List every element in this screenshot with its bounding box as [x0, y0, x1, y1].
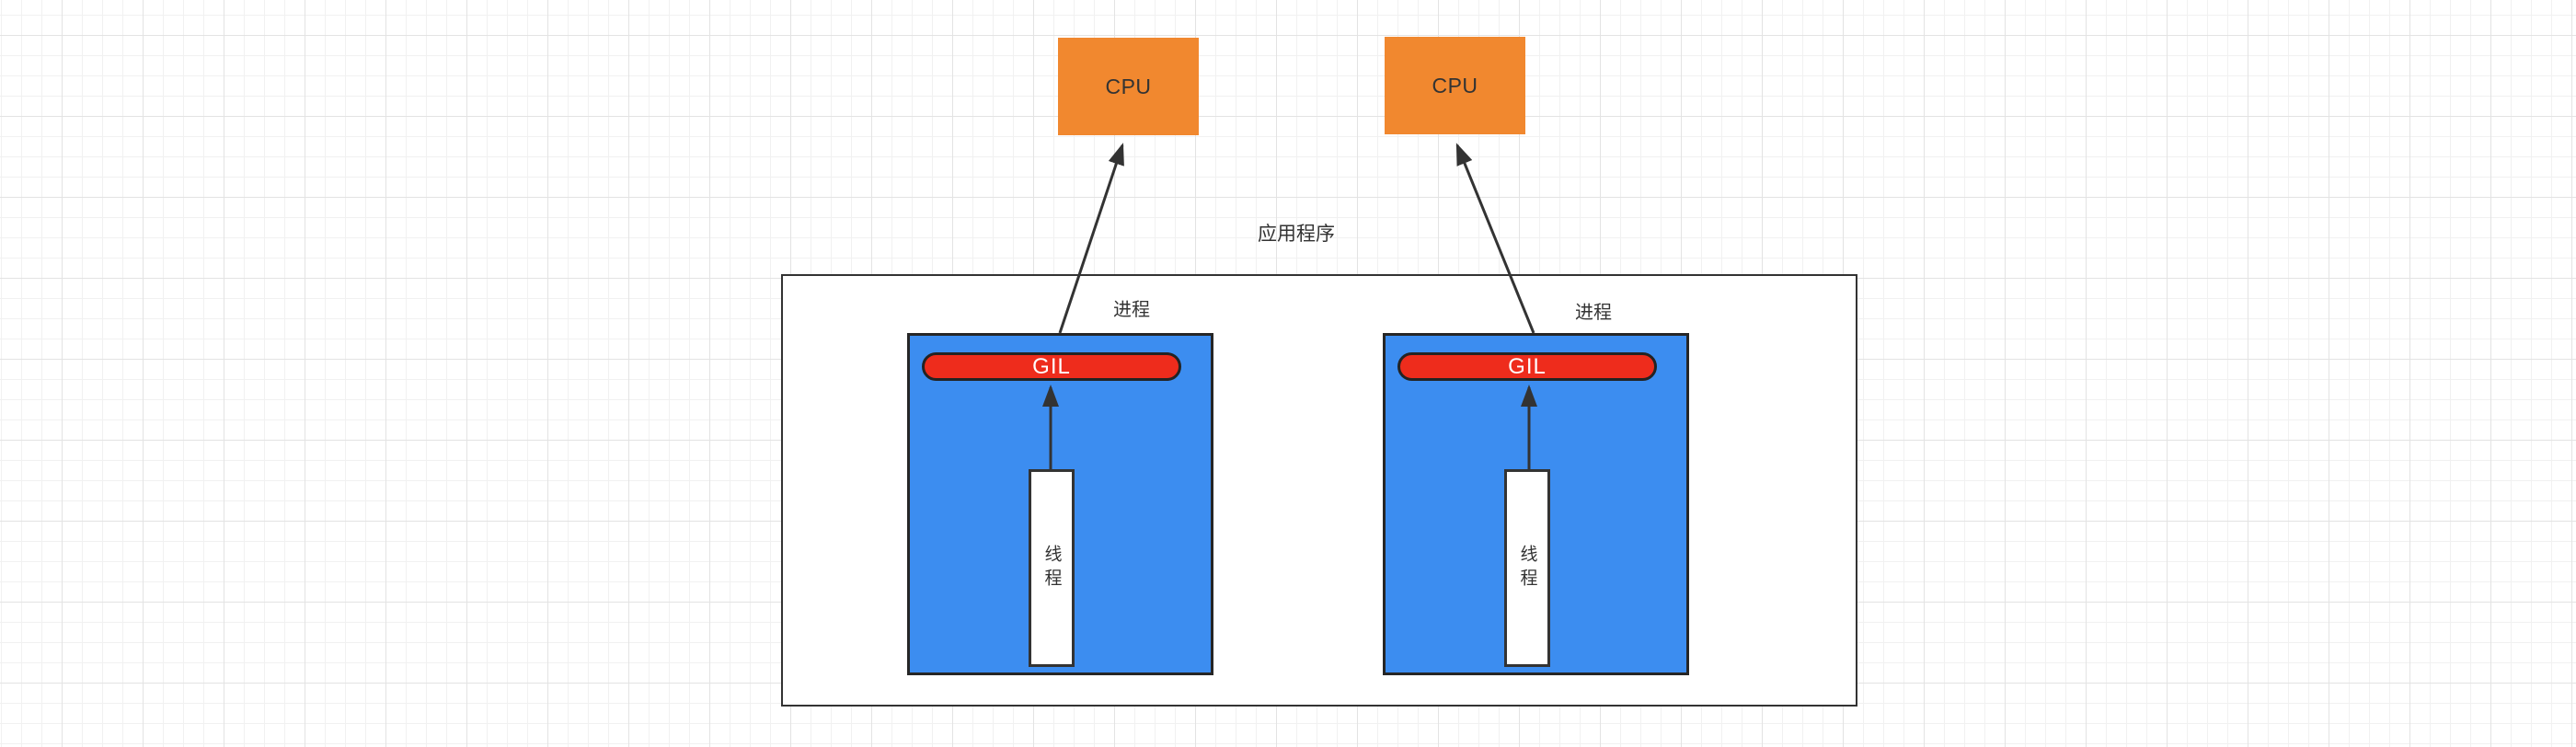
gil-bar-1: GIL — [922, 352, 1181, 381]
process-1-label: 进程 — [1113, 300, 1150, 320]
gil-bar-2: GIL — [1397, 352, 1657, 381]
cpu-node-2: CPU — [1385, 37, 1525, 134]
gil-bar-1-label: GIL — [1032, 353, 1071, 379]
thread-node-1: 线程 — [1029, 469, 1075, 667]
process-node-1: GIL 线程 — [907, 333, 1213, 675]
cpu-node-1: CPU — [1058, 38, 1199, 135]
cpu-node-1-label: CPU — [1105, 74, 1152, 98]
process-2-label: 进程 — [1575, 303, 1612, 323]
application-label: 应用程序 — [1258, 224, 1335, 245]
gil-bar-2-label: GIL — [1508, 353, 1547, 379]
process-node-2: GIL 线程 — [1383, 333, 1689, 675]
thread-node-2: 线程 — [1504, 469, 1550, 667]
thread-node-2-label: 线程 — [1517, 544, 1537, 592]
thread-node-1-label: 线程 — [1041, 544, 1062, 592]
cpu-node-2-label: CPU — [1432, 73, 1478, 98]
